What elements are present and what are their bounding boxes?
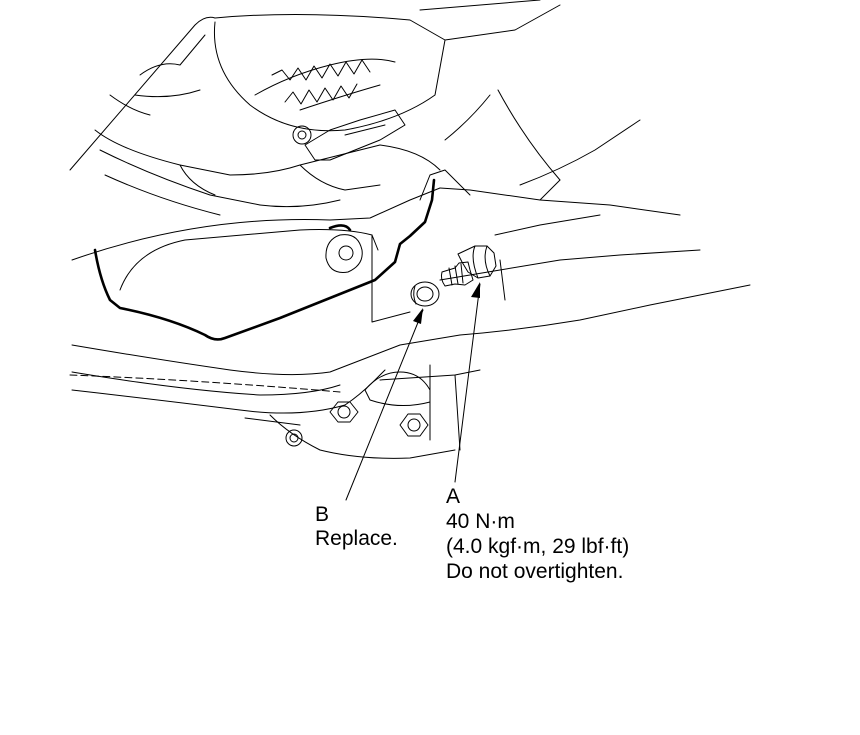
sealing-washer xyxy=(410,281,440,307)
upper-bolt xyxy=(292,125,312,145)
callout-a-note: Do not overtighten. xyxy=(446,560,624,583)
leader-arrow-a xyxy=(471,282,480,298)
pan-gasket-outline xyxy=(93,178,436,341)
pan-mounting-boss xyxy=(325,234,363,273)
callout-b-letter: B xyxy=(315,503,330,526)
callout-a-letter: A xyxy=(446,485,461,508)
center-reference-line xyxy=(69,374,341,393)
clamp-fins xyxy=(271,59,406,161)
oil-pan-body xyxy=(71,169,751,459)
leader-line-b xyxy=(345,309,424,501)
pan-gasket-left xyxy=(328,224,352,232)
callout-a-torque: 40 N·m xyxy=(446,510,515,533)
drain-bolt xyxy=(440,245,497,287)
engine-housing-outline xyxy=(69,0,641,216)
callout-b-note: Replace. xyxy=(315,527,398,550)
lower-pan-bolts xyxy=(285,371,431,447)
leader-arrow-b xyxy=(413,308,423,324)
callout-a-torque-alt: (4.0 kgf·m, 29 lbf·ft) xyxy=(446,535,630,558)
leader-line-a xyxy=(454,283,481,483)
